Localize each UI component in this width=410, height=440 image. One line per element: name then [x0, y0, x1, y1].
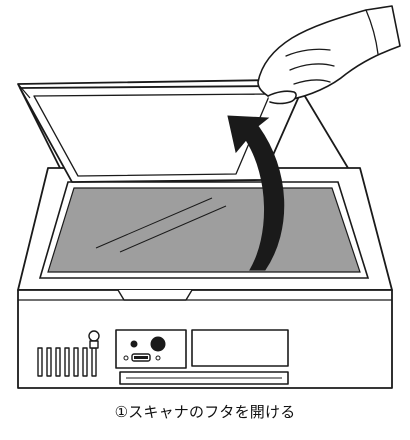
- instruction-caption: ①スキャナのフタを開ける: [114, 403, 296, 421]
- vent-grille: [37, 347, 97, 377]
- scanner-glass: [38, 181, 370, 279]
- hand-icon: [257, 5, 401, 105]
- keyhole-icon: [88, 330, 100, 349]
- paper-tray: [119, 371, 289, 385]
- front-panel: [37, 329, 289, 385]
- control-panel: [115, 329, 187, 369]
- scanner-illustration: [17, 5, 401, 389]
- curved-arrow-up-icon: [227, 115, 285, 271]
- front-cover: [191, 329, 289, 367]
